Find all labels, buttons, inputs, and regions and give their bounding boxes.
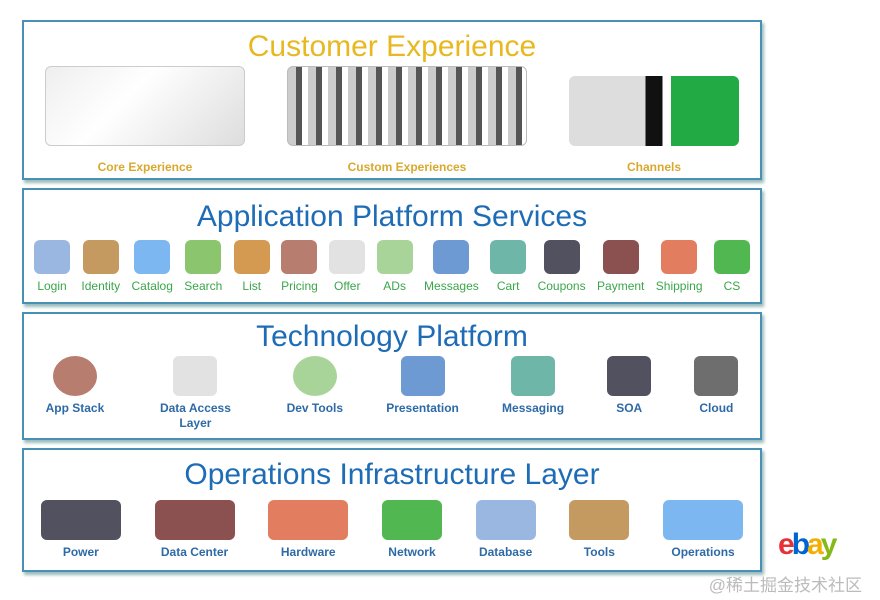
support-agent-icon	[713, 240, 750, 274]
database-icon	[475, 500, 536, 540]
operations-infrastructure-layer: Operations Infrastructure Layer Power Dat…	[22, 448, 762, 572]
catalog-icon	[134, 240, 171, 274]
database-item: Database	[475, 500, 536, 560]
watermark: @稀土掘金技术社区	[708, 576, 862, 595]
cloud-icon	[694, 356, 739, 396]
esb-icon	[607, 356, 652, 396]
catalog-item: Catalog	[132, 240, 173, 294]
clipboard-icon	[233, 240, 270, 274]
shopping-page-screenshots-icon	[287, 66, 527, 146]
custom-experiences: Custom Experiences	[287, 66, 527, 175]
operations-item: Operations	[663, 500, 744, 560]
ads-item: ADs	[376, 240, 413, 294]
core-experience: Core Experience	[45, 66, 245, 175]
presentation-icon	[400, 356, 445, 396]
app-orb-icon	[52, 356, 97, 396]
power-item: Power	[40, 500, 121, 560]
server-icon	[268, 500, 349, 540]
gavel-icon	[329, 240, 366, 274]
network-icon	[381, 500, 442, 540]
dev-tools-item: Dev Tools	[287, 356, 343, 416]
id-card-icon	[82, 240, 119, 274]
lock-user-icon	[34, 240, 70, 274]
tools-item: Tools	[569, 500, 630, 560]
presentation-item: Presentation	[386, 356, 459, 416]
customer-experience-layer: Customer Experience Core Experience Cust…	[22, 20, 762, 180]
price-tag-icon	[281, 240, 318, 274]
ad-icon	[376, 240, 413, 274]
shipping-item: Shipping	[656, 240, 703, 294]
identity-item: Identity	[81, 240, 120, 294]
data-center-item: Data Center	[154, 500, 235, 560]
hardware-item: Hardware	[268, 500, 349, 560]
tools-icon	[569, 500, 630, 540]
layer-title: Customer Experience	[247, 30, 537, 63]
cart-item: Cart	[490, 240, 527, 294]
search-item: Search	[184, 240, 222, 294]
network-item: Network	[381, 500, 442, 560]
eclipse-icon	[292, 356, 337, 396]
technology-platform-layer: Technology Platform App Stack Data Access…	[22, 312, 762, 440]
coupons-item: Coupons	[538, 240, 586, 294]
messaging-item: Messaging	[502, 356, 564, 416]
truck-icon	[661, 240, 698, 274]
messages-item: Messages	[424, 240, 479, 294]
channels: Channels	[569, 66, 739, 175]
payment-item: Payment	[597, 240, 644, 294]
layer-title: Application Platform Services	[196, 200, 588, 233]
credit-card-icon	[602, 240, 639, 274]
login-item: Login	[34, 240, 70, 294]
list-item: List	[233, 240, 270, 294]
application-platform-services-layer: Application Platform Services Login Ident…	[22, 188, 762, 304]
data-flow-icon	[173, 356, 218, 396]
binoculars-icon	[185, 240, 222, 274]
soa-item: SOA	[607, 356, 652, 416]
offer-item: Offer	[329, 240, 366, 294]
layer-title: Technology Platform	[256, 320, 528, 353]
app-stack-item: App Stack	[46, 356, 104, 416]
data-access-layer-item: Data Access Layer	[147, 356, 243, 431]
layer-title: Operations Infrastructure Layer	[184, 458, 600, 491]
server-racks-icon	[154, 500, 235, 540]
messaging-icon	[511, 356, 556, 396]
pricing-item: Pricing	[281, 240, 318, 294]
coupon-icon	[543, 240, 580, 274]
cloud-item: Cloud	[694, 356, 739, 416]
devices-laptop-phone-tv-icon	[569, 76, 739, 146]
envelope-icon	[433, 240, 470, 274]
cs-item: CS	[713, 240, 750, 294]
ebay-logo: ebay	[778, 528, 837, 561]
wind-turbine-icon	[40, 500, 121, 540]
monitors-icon	[663, 500, 744, 540]
cart-icon	[490, 240, 527, 274]
website-screenshots-icon	[45, 66, 245, 146]
